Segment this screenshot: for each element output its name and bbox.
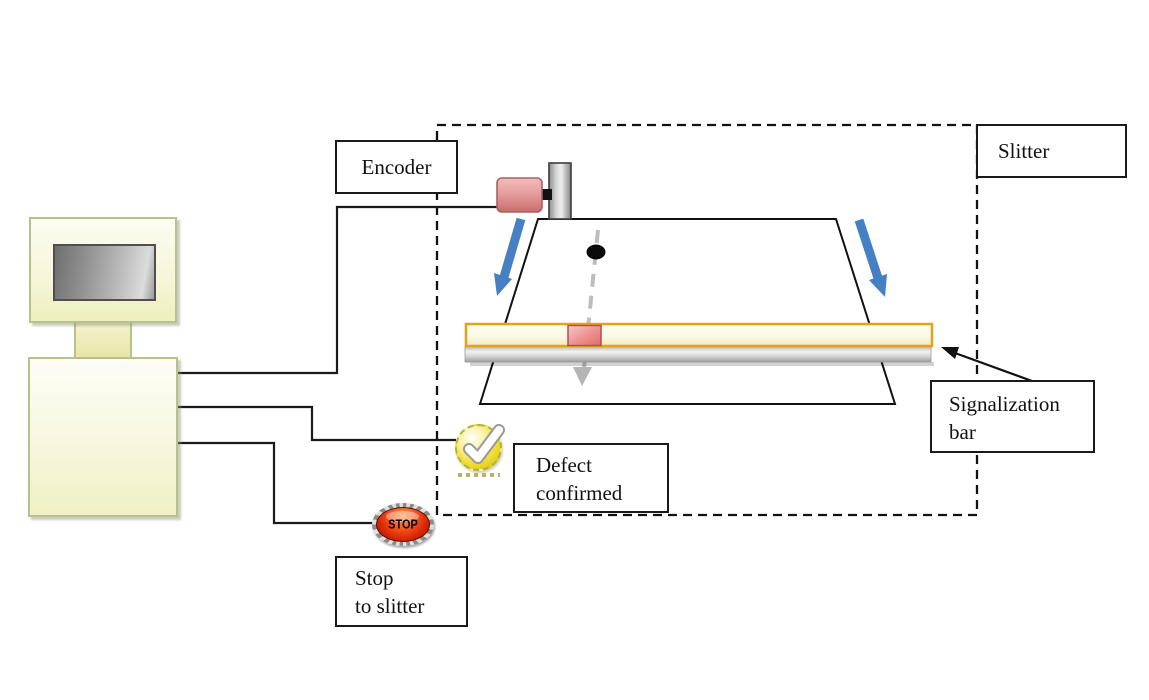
cable-computer-to-stop <box>178 441 374 525</box>
stop-button-icon: STOP <box>372 503 434 546</box>
signalization-bar-roller <box>464 345 932 363</box>
stop-button-label: STOP <box>388 517 418 532</box>
check-badge-icon <box>455 424 505 471</box>
defect-confirmed-label-line2: confirmed <box>536 481 623 505</box>
stop-button-face: STOP <box>376 507 430 542</box>
flow-arrow-left-shaft <box>499 217 526 279</box>
defect-dot <box>586 244 606 260</box>
signalization-bar-label-box: Signalization bar <box>930 380 1095 453</box>
stop-to-slitter-label-line2: to slitter <box>355 594 425 618</box>
defect-mark-on-bar <box>567 324 602 347</box>
encoder-roller <box>548 162 572 220</box>
encoder-label-box: Encoder <box>335 140 458 194</box>
computer-tower <box>28 357 178 517</box>
check-mark <box>463 424 505 464</box>
web-trapezoid <box>478 218 897 405</box>
computer-screen <box>53 244 156 301</box>
stop-to-slitter-label-line1: Stop <box>355 566 394 590</box>
slitter-label-box: Slitter <box>976 124 1127 178</box>
defect-confirmed-label-box: Defect confirmed <box>513 443 669 513</box>
slitter-boundary <box>435 123 979 517</box>
defect-confirmed-label-line1: Defect <box>536 453 592 477</box>
signalization-bar <box>464 322 934 348</box>
signalization-pointer-shaft <box>954 351 1033 383</box>
computer-monitor <box>29 217 177 323</box>
signalization-bar-shadow <box>470 362 934 366</box>
check-mark-stroke <box>465 426 503 462</box>
signalization-bar-label-line1: Signalization <box>949 392 1060 416</box>
slitter-label: Slitter <box>998 139 1050 163</box>
stop-to-slitter-label-box: Stop to slitter <box>335 556 468 627</box>
defect-path-arrowhead <box>573 367 592 386</box>
computer-stand <box>74 321 132 359</box>
flow-arrow-left-head <box>494 273 512 296</box>
signalization-pointer-head <box>941 347 959 359</box>
encoder-coupling <box>541 189 552 200</box>
flow-arrow-right-head <box>869 274 887 297</box>
encoder-label: Encoder <box>361 155 432 179</box>
flow-arrow-right-shaft <box>854 218 883 280</box>
check-icon-sparkles <box>458 473 500 477</box>
cable-computer-to-check <box>178 405 456 442</box>
signalization-bar-label-line2: bar <box>949 420 976 444</box>
encoder-body <box>496 177 543 213</box>
cable-computer-to-encoder <box>178 205 498 375</box>
